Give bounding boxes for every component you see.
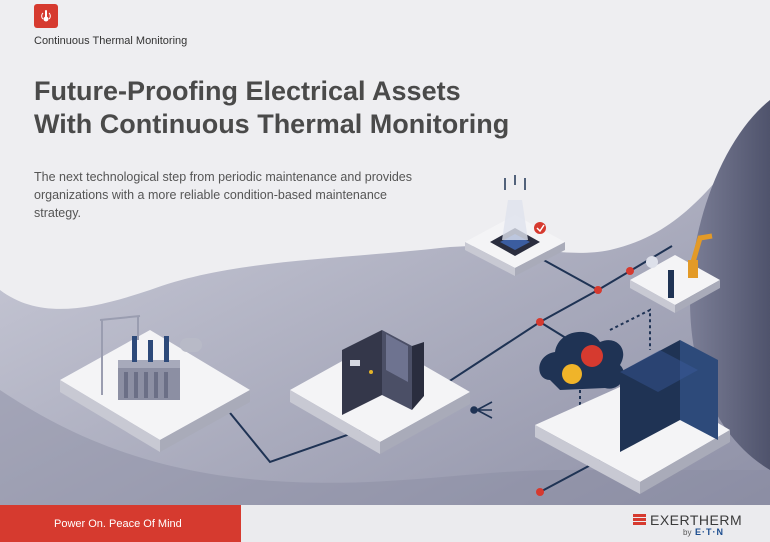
page-title-line-2: With Continuous Thermal Monitoring: [34, 109, 510, 139]
brand-parent: E·T·N: [695, 527, 724, 537]
page-kicker: Continuous Thermal Monitoring: [34, 35, 188, 47]
switchgear-icon: [342, 330, 424, 415]
dotted-links: [579, 308, 651, 415]
cloud-server-platform: [535, 331, 730, 494]
brand-mark-icon: [633, 514, 646, 525]
intro-text: The next technological step from periodi…: [34, 170, 412, 220]
chip-icon: [490, 175, 546, 256]
network-nodes: [536, 267, 634, 496]
thermometer-icon: [34, 4, 58, 28]
transformer-icon: [99, 315, 202, 400]
robot-platform: [630, 233, 720, 313]
tagline-text: Power On. Peace Of Mind: [54, 517, 182, 530]
chip-platform: [465, 175, 565, 276]
brand-logo: EXERTHERM by E·T·N: [633, 512, 742, 540]
transformer-platform: [60, 315, 250, 452]
server-rack-icon: [620, 340, 718, 452]
switchgear-platform: [290, 330, 470, 454]
page-title: Future-Proofing Electrical Assets With C…: [34, 75, 594, 141]
illustration: [0, 100, 770, 505]
robot-arm-icon: [646, 233, 713, 298]
wave-bottom: [0, 390, 770, 505]
brand-by: by: [683, 528, 692, 537]
cloud-gears-icon: [539, 331, 625, 390]
page-title-line-1: Future-Proofing Electrical Assets: [34, 76, 461, 106]
share-icon: [470, 401, 493, 419]
brand-name: EXERTHERM: [650, 512, 743, 528]
footer-tagline: Power On. Peace Of Mind: [0, 505, 241, 542]
footer: Power On. Peace Of Mind EXERTHERM by E·T…: [0, 505, 770, 542]
